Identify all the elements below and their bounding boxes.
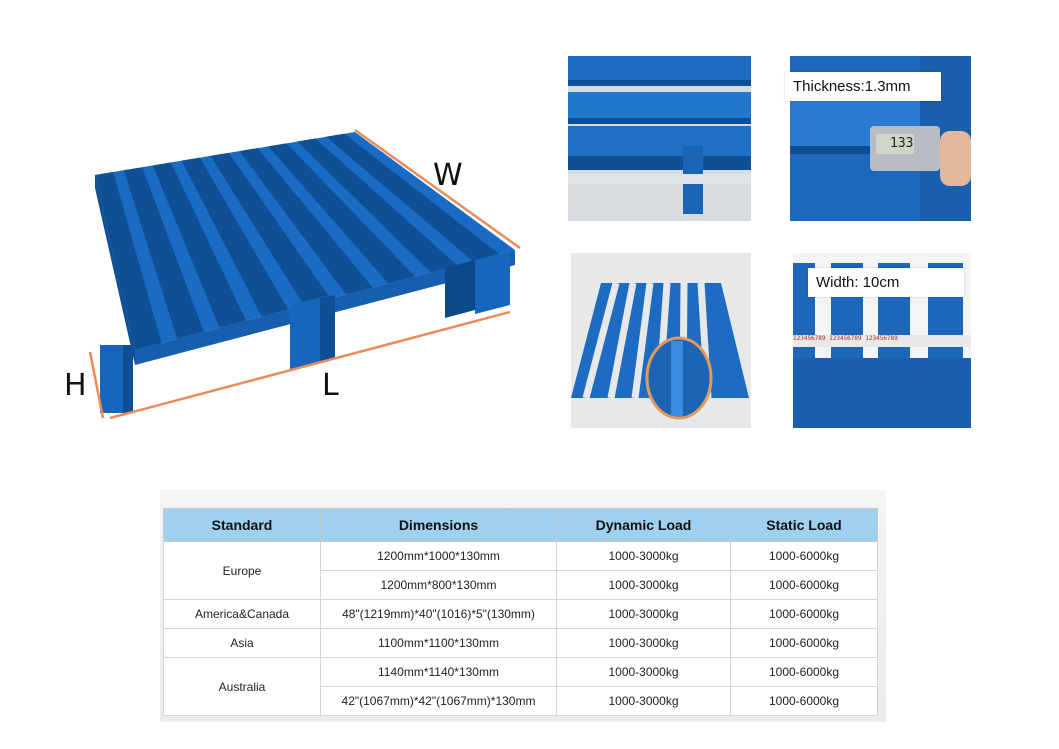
table-row: Europe 1200mm*1000*130mm 1000-3000kg 100… xyxy=(163,541,878,600)
table-header-row: Standard Dimensions Dynamic Load Static … xyxy=(163,508,878,542)
pallet-top-photo xyxy=(571,253,751,428)
pallet-slat-gap xyxy=(326,133,500,262)
table-row: 1200mm*800*130mm 1000-3000kg 1000-6000kg xyxy=(164,570,878,600)
static-load-cell: 1000-6000kg xyxy=(730,541,878,571)
dimensions-cell: 1200mm*1000*130mm xyxy=(320,541,557,571)
width-dimension-line xyxy=(354,128,521,250)
pallet-slat-gap xyxy=(123,167,204,339)
static-load-cell: 1000-6000kg xyxy=(730,628,878,658)
pallet-slat-gap xyxy=(239,148,373,295)
spec-table: Standard Dimensions Dynamic Load Static … xyxy=(163,508,878,716)
height-dimension-line xyxy=(88,351,105,419)
dynamic-load-cell: 1000-3000kg xyxy=(556,541,731,571)
dynamic-load-cell: 1000-3000kg xyxy=(556,686,731,716)
static-load-cell: 1000-6000kg xyxy=(730,570,878,600)
height-label: H xyxy=(64,368,87,403)
dimensions-cell: 1140mm*1140*130mm xyxy=(320,657,557,687)
table-row: 42"(1067mm)*42"(1067mm)*130mm 1000-3000k… xyxy=(164,686,878,716)
width-caption: Width: 10cm xyxy=(808,268,964,297)
table-row: America&Canada 48"(1219mm)*40"(1016)*5"(… xyxy=(163,599,878,629)
standard-cell: Australia xyxy=(163,657,321,716)
pallet-slat-gap xyxy=(95,171,162,350)
header-static-load: Static Load xyxy=(730,508,878,542)
static-load-cell: 1000-6000kg xyxy=(730,599,878,629)
pallet-slat-gap xyxy=(152,162,247,328)
table-row: Australia 1140mm*1140*130mm 1000-3000kg … xyxy=(163,657,878,716)
dynamic-load-cell: 1000-3000kg xyxy=(556,570,731,600)
dimensions-cell: 48"(1219mm)*40"(1016)*5"(130mm) xyxy=(320,599,557,629)
dynamic-load-cell: 1000-3000kg xyxy=(556,657,731,687)
dimensions-cell: 42"(1067mm)*42"(1067mm)*130mm xyxy=(320,686,557,716)
length-label: L xyxy=(322,368,339,403)
pallet-slat-gap xyxy=(181,157,289,317)
pallet-slat-gap xyxy=(210,152,331,306)
pallet-diagram xyxy=(88,128,521,420)
caliper-display: 133 xyxy=(890,136,914,151)
dimensions-cell: 1100mm*1100*130mm xyxy=(320,628,557,658)
header-dynamic-load: Dynamic Load xyxy=(556,508,731,542)
table-row: Asia 1100mm*1100*130mm 1000-3000kg 1000-… xyxy=(163,628,878,658)
header-dimensions: Dimensions xyxy=(320,508,557,542)
pallet-slats xyxy=(95,133,500,350)
dimensions-cell: 1200mm*800*130mm xyxy=(320,570,557,600)
width-label: W xyxy=(433,158,463,193)
slat-closeup-photo xyxy=(568,56,751,221)
dynamic-load-cell: 1000-3000kg xyxy=(556,599,731,629)
pallet-slat-gap xyxy=(297,138,458,273)
header-standard: Standard xyxy=(163,508,321,542)
static-load-cell: 1000-6000kg xyxy=(730,657,878,687)
thickness-caption: Thickness:1.3mm xyxy=(785,72,941,101)
ruler-ticks: 123456789 123456789 123456789 xyxy=(793,335,898,342)
standard-cell: America&Canada xyxy=(163,599,321,629)
standard-cell: Europe xyxy=(163,541,321,600)
static-load-cell: 1000-6000kg xyxy=(730,686,878,716)
pallet-slat-gap xyxy=(268,143,415,284)
standard-cell: Asia xyxy=(163,628,321,658)
dynamic-load-cell: 1000-3000kg xyxy=(556,628,731,658)
length-dimension-line xyxy=(109,310,511,420)
